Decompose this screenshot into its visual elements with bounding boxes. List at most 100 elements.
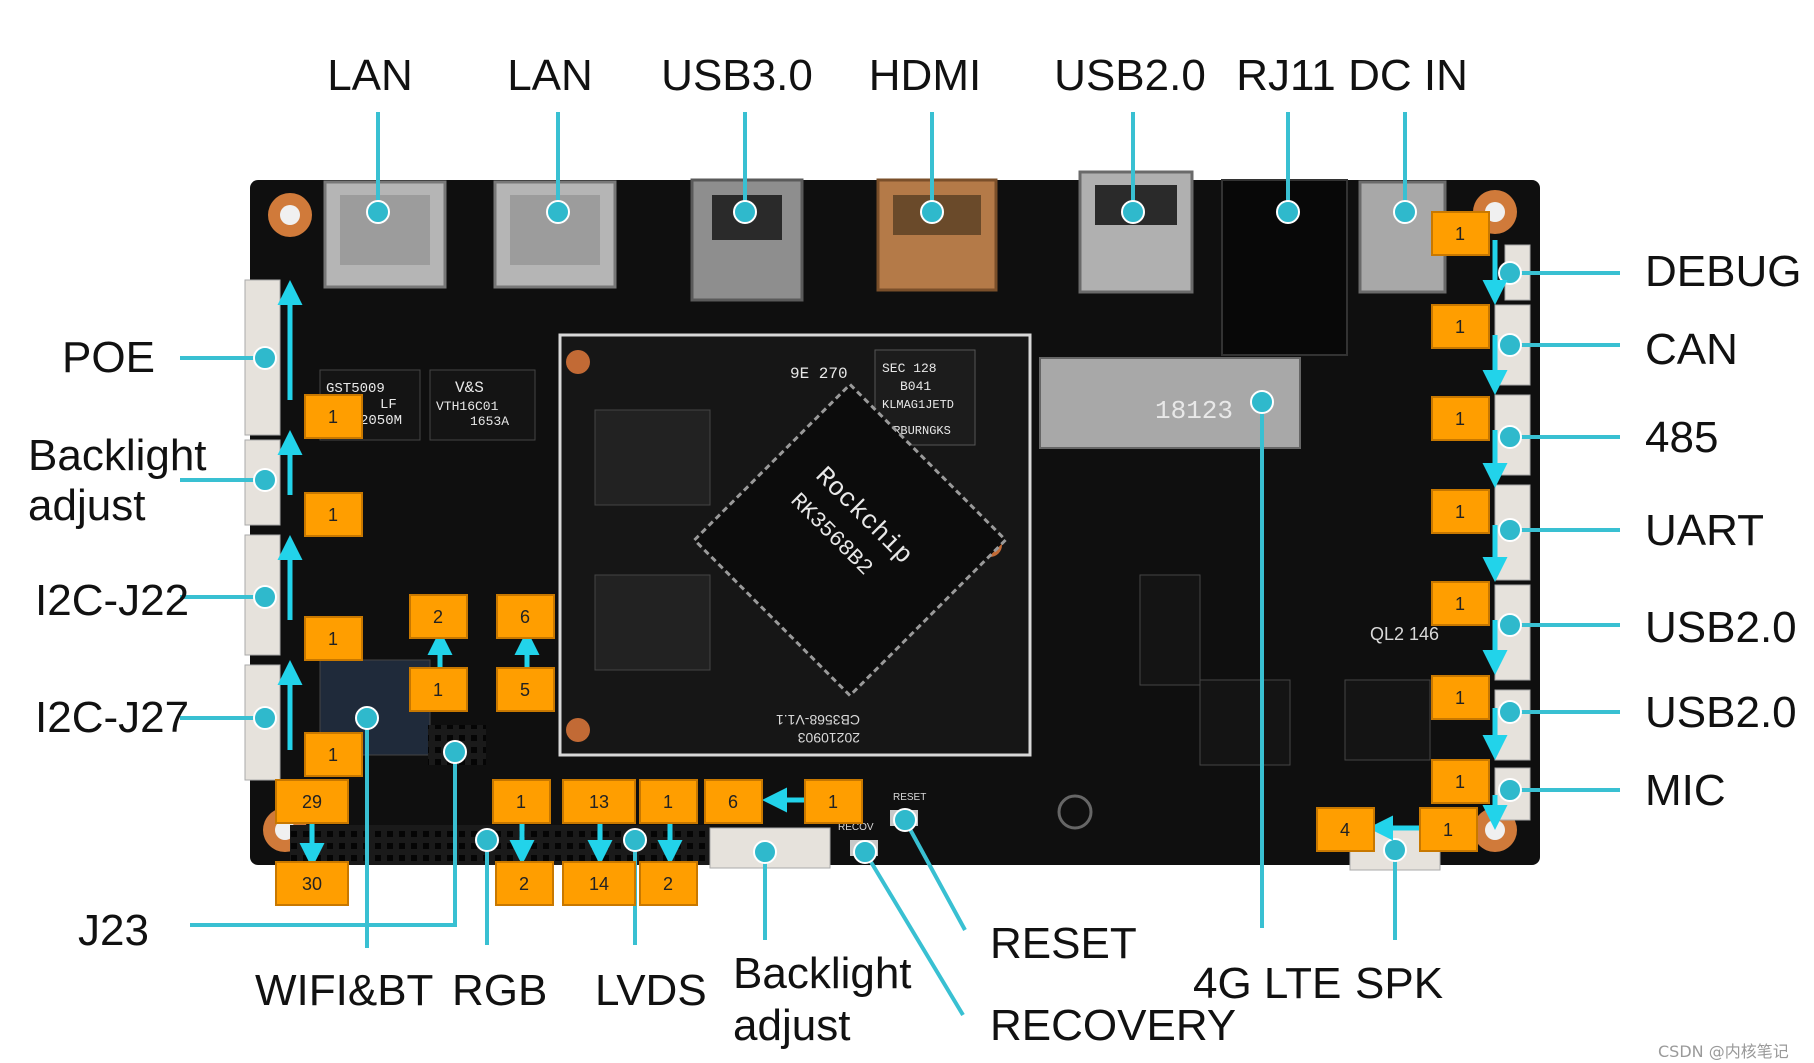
label-i2c-j27: I2C-J27 — [35, 693, 189, 742]
soc-chip: Rockchip RK3568B2 — [692, 382, 1008, 698]
pin-box-label: 1 — [663, 792, 673, 812]
pin-box-label: 1 — [828, 792, 838, 812]
pin-box-label: 1 — [1455, 772, 1465, 792]
pin-box: 2 — [409, 594, 468, 639]
pin-box-label: 1 — [516, 792, 526, 812]
pin-box: 1 — [304, 394, 363, 439]
bottom-labels: WIFI&BT RGB LVDS Backlight adjust RESET … — [255, 919, 1443, 1050]
label-reset: RESET — [990, 919, 1137, 968]
pin-box: 1 — [1431, 759, 1490, 804]
bottom-pin-header — [290, 825, 710, 865]
label-recovery: RECOVERY — [990, 1001, 1236, 1050]
pin-box-label: 29 — [302, 792, 322, 812]
emmc-mark-3: KLMAG1JETD — [882, 398, 954, 412]
label-usb2-right-1: USB2.0 — [1645, 603, 1797, 652]
label-backlight-left: Backlight — [28, 431, 207, 480]
ql-mark: QL2 146 — [1370, 624, 1439, 644]
label-hdmi: HDMI — [869, 51, 981, 100]
marker-dots — [253, 200, 1522, 864]
emmc-mark-2: B041 — [900, 379, 931, 394]
label-backlight-bottom: Backlight — [733, 949, 912, 998]
emmc-mark-4: NRBURNGKS — [886, 424, 951, 438]
leader-line — [903, 819, 967, 931]
pin-box: 30 — [275, 861, 349, 906]
watermark: CSDN @内核笔记 — [1658, 1042, 1789, 1061]
lte-slot-text: 18123 — [1155, 396, 1233, 426]
pin-boxes: 1 1 1 1 1 1 1 1 1 1 1 29 30 2 1 6 5 1 2 … — [275, 211, 1490, 906]
reset-silk: RESET — [893, 792, 926, 803]
label-adjust-left: adjust — [28, 481, 145, 530]
label-poe: POE — [62, 333, 155, 382]
label-mic: MIC — [1645, 766, 1726, 815]
right-labels: DEBUG CAN 485 UART USB2.0 USB2.0 MIC — [1645, 247, 1801, 815]
top-labels: LAN LAN USB3.0 HDMI USB2.0 RJ11 DC IN — [327, 51, 1468, 100]
pin-box-label: 14 — [589, 874, 609, 894]
chip-b-text: V&S — [455, 379, 484, 397]
recov-silk: RECOV — [838, 822, 874, 833]
label-adjust-bottom: adjust — [733, 1001, 850, 1050]
label-debug: DEBUG — [1645, 247, 1801, 296]
pin-box: 1 — [304, 616, 363, 661]
label-usb3: USB3.0 — [661, 51, 813, 100]
pin-box: 1 — [1431, 396, 1490, 441]
board-photo: SEC 128 B041 KLMAG1JETD NRBURNGKS 9E 270… — [244, 170, 1540, 871]
label-rj11: RJ11 — [1236, 51, 1335, 100]
som-date: 20210903 — [797, 730, 860, 746]
chip-vs — [429, 369, 536, 441]
label-usb2-right-2: USB2.0 — [1645, 688, 1797, 737]
label-usb2-top: USB2.0 — [1054, 51, 1206, 100]
pin-box: 1 — [1431, 581, 1490, 626]
pin-box-label: 1 — [1455, 502, 1465, 522]
pin-box: 1 — [639, 779, 698, 824]
pin-box: 1 — [409, 667, 468, 712]
pin-box: 1 — [1431, 489, 1490, 534]
label-dc-in: DC IN — [1348, 51, 1468, 100]
pin-box: 1 — [304, 492, 363, 537]
label-rgb: RGB — [452, 966, 547, 1015]
dram-chip-1 — [594, 409, 711, 506]
leader-lines — [180, 112, 1620, 1017]
pin-box-label: 1 — [1455, 688, 1465, 708]
pin-box-label: 2 — [433, 607, 443, 627]
label-j23: J23 — [78, 906, 149, 955]
pin-box-label: 1 — [433, 680, 443, 700]
dram-chip-2 — [594, 574, 711, 671]
label-wifi-bt: WIFI&BT — [255, 966, 433, 1015]
pin-box: 6 — [496, 594, 555, 639]
chip-a-text: GST5009 — [326, 381, 385, 397]
label-4g-lte: 4G LTE — [1193, 959, 1341, 1008]
pin-box-label: 1 — [1455, 317, 1465, 337]
pin-box-label: 2 — [519, 874, 529, 894]
pin-box-label: 1 — [328, 745, 338, 765]
leader-line — [863, 850, 965, 1017]
label-i2c-j22: I2C-J22 — [35, 576, 189, 625]
pin-arrows — [277, 240, 1508, 868]
pin-box-label: 1 — [1455, 409, 1465, 429]
pin-box-label: 5 — [520, 680, 530, 700]
pin-box: 2 — [495, 861, 554, 906]
pin-box: 4 — [1316, 807, 1375, 852]
label-485: 485 — [1645, 413, 1718, 462]
pin-box: 14 — [562, 861, 636, 906]
pin-box: 13 — [562, 779, 636, 824]
label-lan-2: LAN — [507, 51, 593, 100]
pin-box: 2 — [639, 861, 698, 906]
pin-box-label: 1 — [328, 407, 338, 427]
pin-box: 6 — [704, 779, 763, 824]
pin-box: 1 — [1431, 211, 1490, 256]
pin-box-label: 13 — [589, 792, 609, 812]
pin-box: 1 — [304, 732, 363, 777]
pin-box-label: 4 — [1340, 820, 1350, 840]
pin-box: 1 — [1431, 304, 1490, 349]
emmc-mark-1: SEC 128 — [882, 361, 937, 376]
chip-b-text3: 1653A — [470, 414, 509, 429]
pin-box: 1 — [1419, 807, 1478, 852]
som-code: CB3568-V1.1 — [776, 712, 860, 728]
chip-a-text3: 2050M — [360, 413, 402, 429]
label-spk: SPK — [1355, 959, 1443, 1008]
label-lan-1: LAN — [327, 51, 413, 100]
chip-b-text2: VTH16C01 — [436, 399, 499, 414]
label-uart: UART — [1645, 506, 1764, 555]
pin-box-label: 30 — [302, 874, 322, 894]
